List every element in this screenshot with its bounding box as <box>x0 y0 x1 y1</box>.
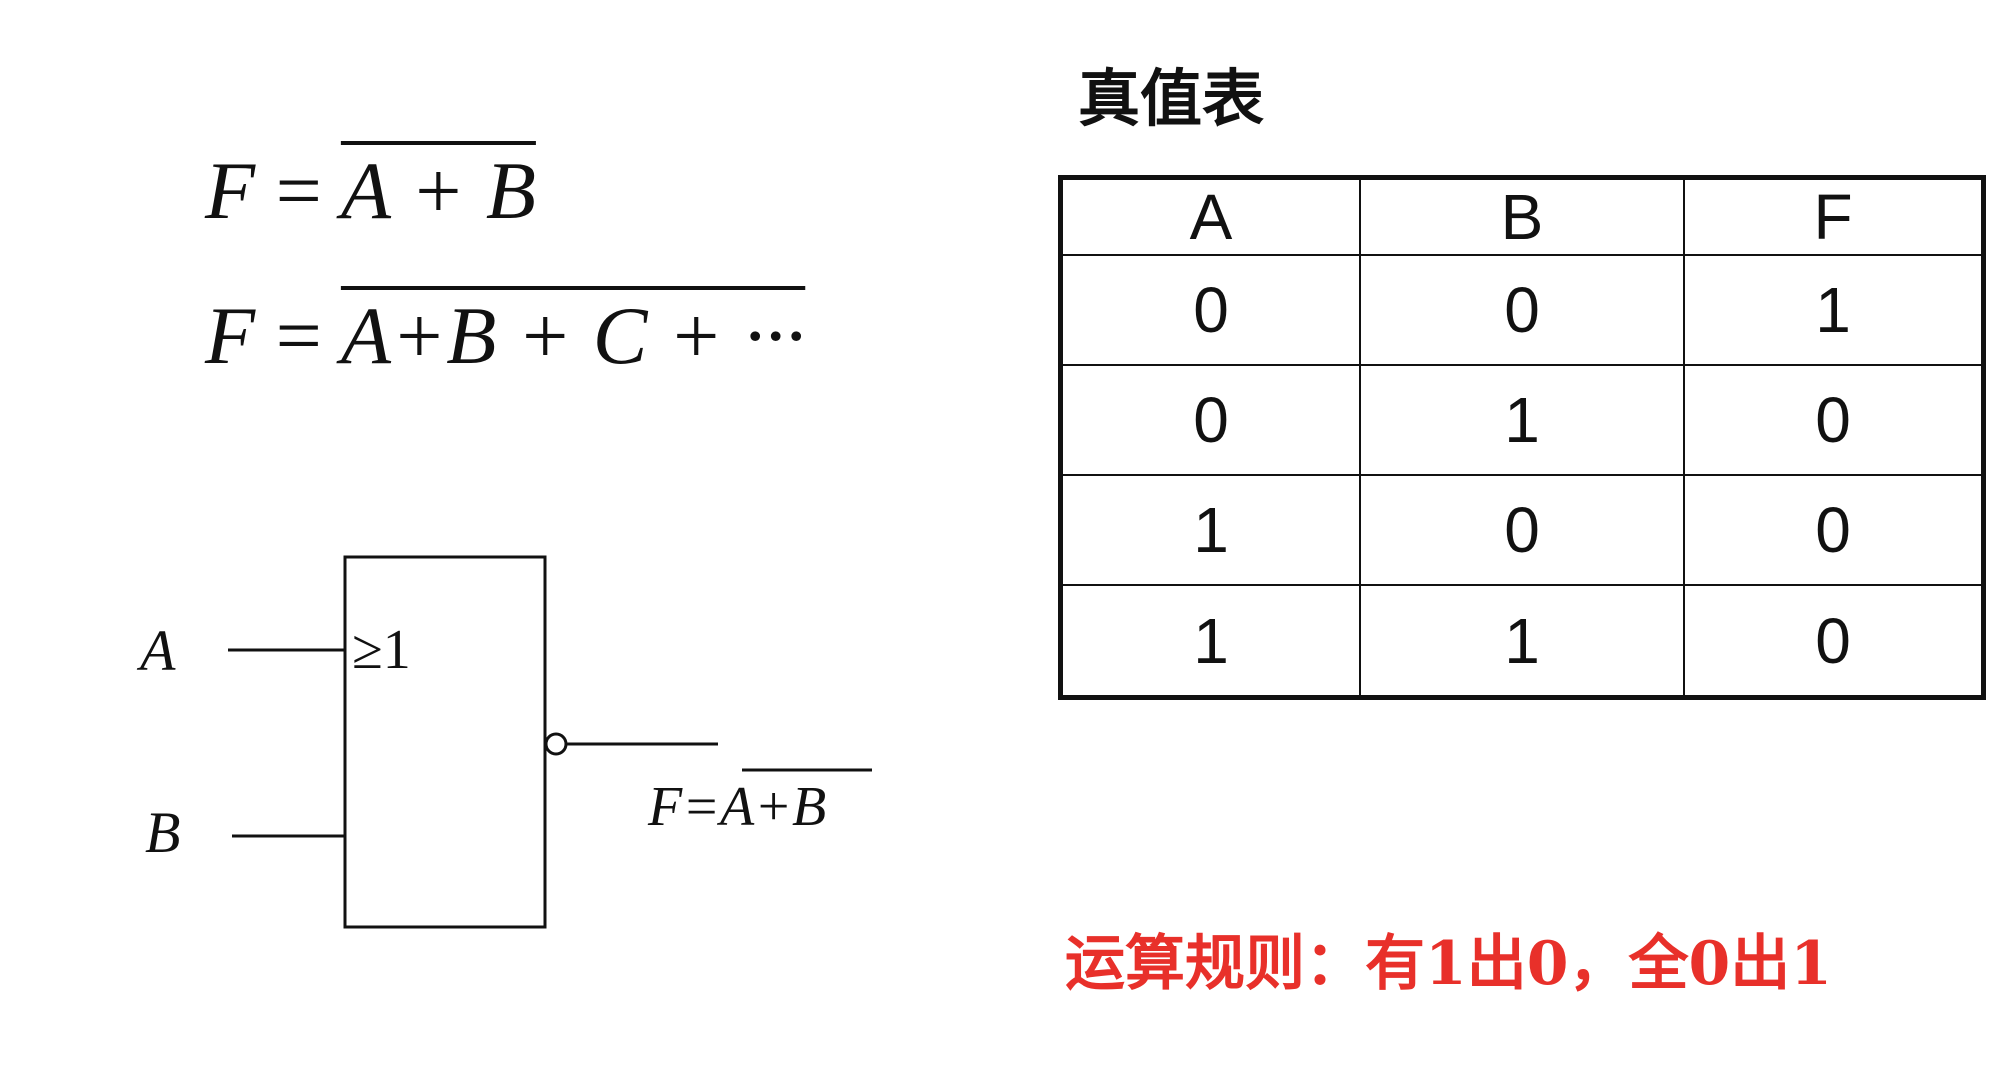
nor-gate-diagram: ≥1 A B F=A+B <box>136 555 872 929</box>
header-cell: F <box>1683 176 1985 256</box>
table-cell: 0 <box>1059 253 1361 367</box>
header-cell: A <box>1059 176 1361 256</box>
table-header-row: A B F <box>1059 176 1985 256</box>
expr-negated-sum: A + B <box>340 145 536 236</box>
expr-negated-sum: A+B + C + ··· <box>340 290 806 381</box>
table-row: 0 0 1 <box>1059 253 1985 367</box>
table-cell: 0 <box>1359 253 1685 367</box>
table-cell: 0 <box>1683 584 1985 699</box>
output-negated-sum: A+B <box>716 776 826 838</box>
nor-multi-input-expression: F = A+B + C + ··· <box>205 295 805 377</box>
table-row: 1 1 0 <box>1059 584 1985 699</box>
table-row: 0 1 0 <box>1059 364 1985 477</box>
output-lhs: F= <box>647 776 720 838</box>
inversion-bubble <box>544 732 568 756</box>
operation-rule: 运算规则：有1出0，全0出1 <box>1065 929 1832 999</box>
table-cell: 1 <box>1059 584 1361 699</box>
gate-symbol: ≥1 <box>352 619 411 681</box>
gate-body <box>343 555 547 929</box>
header-cell: B <box>1359 176 1685 256</box>
table-row: 1 0 0 <box>1059 474 1985 587</box>
expr-output-var: F <box>205 145 256 236</box>
expr-output-var: F <box>205 290 256 381</box>
input-b-label: B <box>145 800 180 865</box>
table-cell: 1 <box>1683 253 1985 367</box>
table-cell: 1 <box>1359 364 1685 477</box>
output-label: F=A+B <box>647 776 826 838</box>
truth-table-title: 真值表 <box>1078 62 1265 135</box>
table-cell: 0 <box>1059 364 1361 477</box>
truth-table: A B F 0 0 1 0 1 0 1 0 0 1 1 0 <box>1058 175 1986 700</box>
expr-equals-sign: = <box>275 290 322 381</box>
expr-equals-sign: = <box>275 145 322 236</box>
table-cell: 0 <box>1359 474 1685 587</box>
table-cell: 0 <box>1683 364 1985 477</box>
input-a-label: A <box>136 618 176 683</box>
table-cell: 0 <box>1683 474 1985 587</box>
table-cell: 1 <box>1359 584 1685 699</box>
table-cell: 1 <box>1059 474 1361 587</box>
nor-two-input-expression: F = A + B <box>205 150 536 232</box>
